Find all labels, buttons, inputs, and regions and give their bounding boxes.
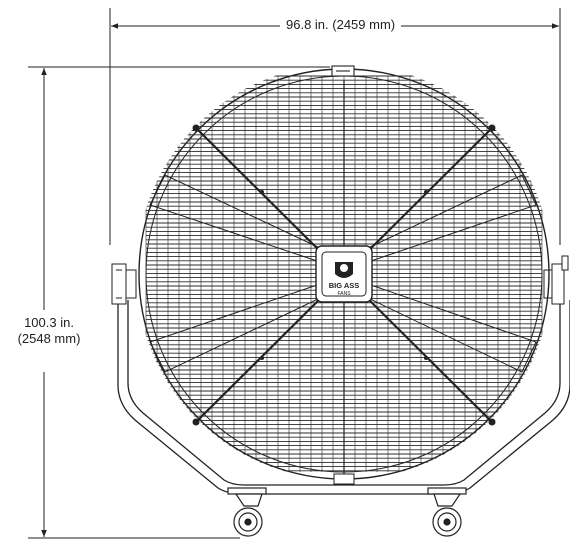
blade-upper-right (367, 174, 537, 263)
width-dimension-label: 96.8 in. (2459 mm) (280, 17, 402, 32)
caster-left (227, 487, 267, 537)
top-handle (331, 65, 355, 77)
height-dimension (28, 66, 330, 539)
fan-hub: BIG ASS FANS (315, 245, 373, 303)
height-label-metric: (2548 mm) (6, 331, 92, 347)
fan-blades (149, 174, 537, 373)
height-label-imperial: 100.3 in. (6, 315, 92, 331)
side-bracket-left (111, 263, 137, 305)
hub-logo-text: BIG ASS (329, 281, 360, 290)
hub-logo-subtext: FANS (337, 291, 351, 297)
caster-right (427, 487, 467, 537)
blade-lower-right (367, 283, 537, 373)
side-bracket-right (543, 255, 569, 305)
bottom-clip (333, 473, 355, 485)
fan-yoke-frame (117, 300, 570, 495)
height-dimension-label: 100.3 in. (2548 mm) (6, 315, 92, 347)
blade-lower-left (149, 283, 321, 373)
blade-upper-left (149, 174, 321, 263)
brace-end-bolts (192, 124, 496, 426)
